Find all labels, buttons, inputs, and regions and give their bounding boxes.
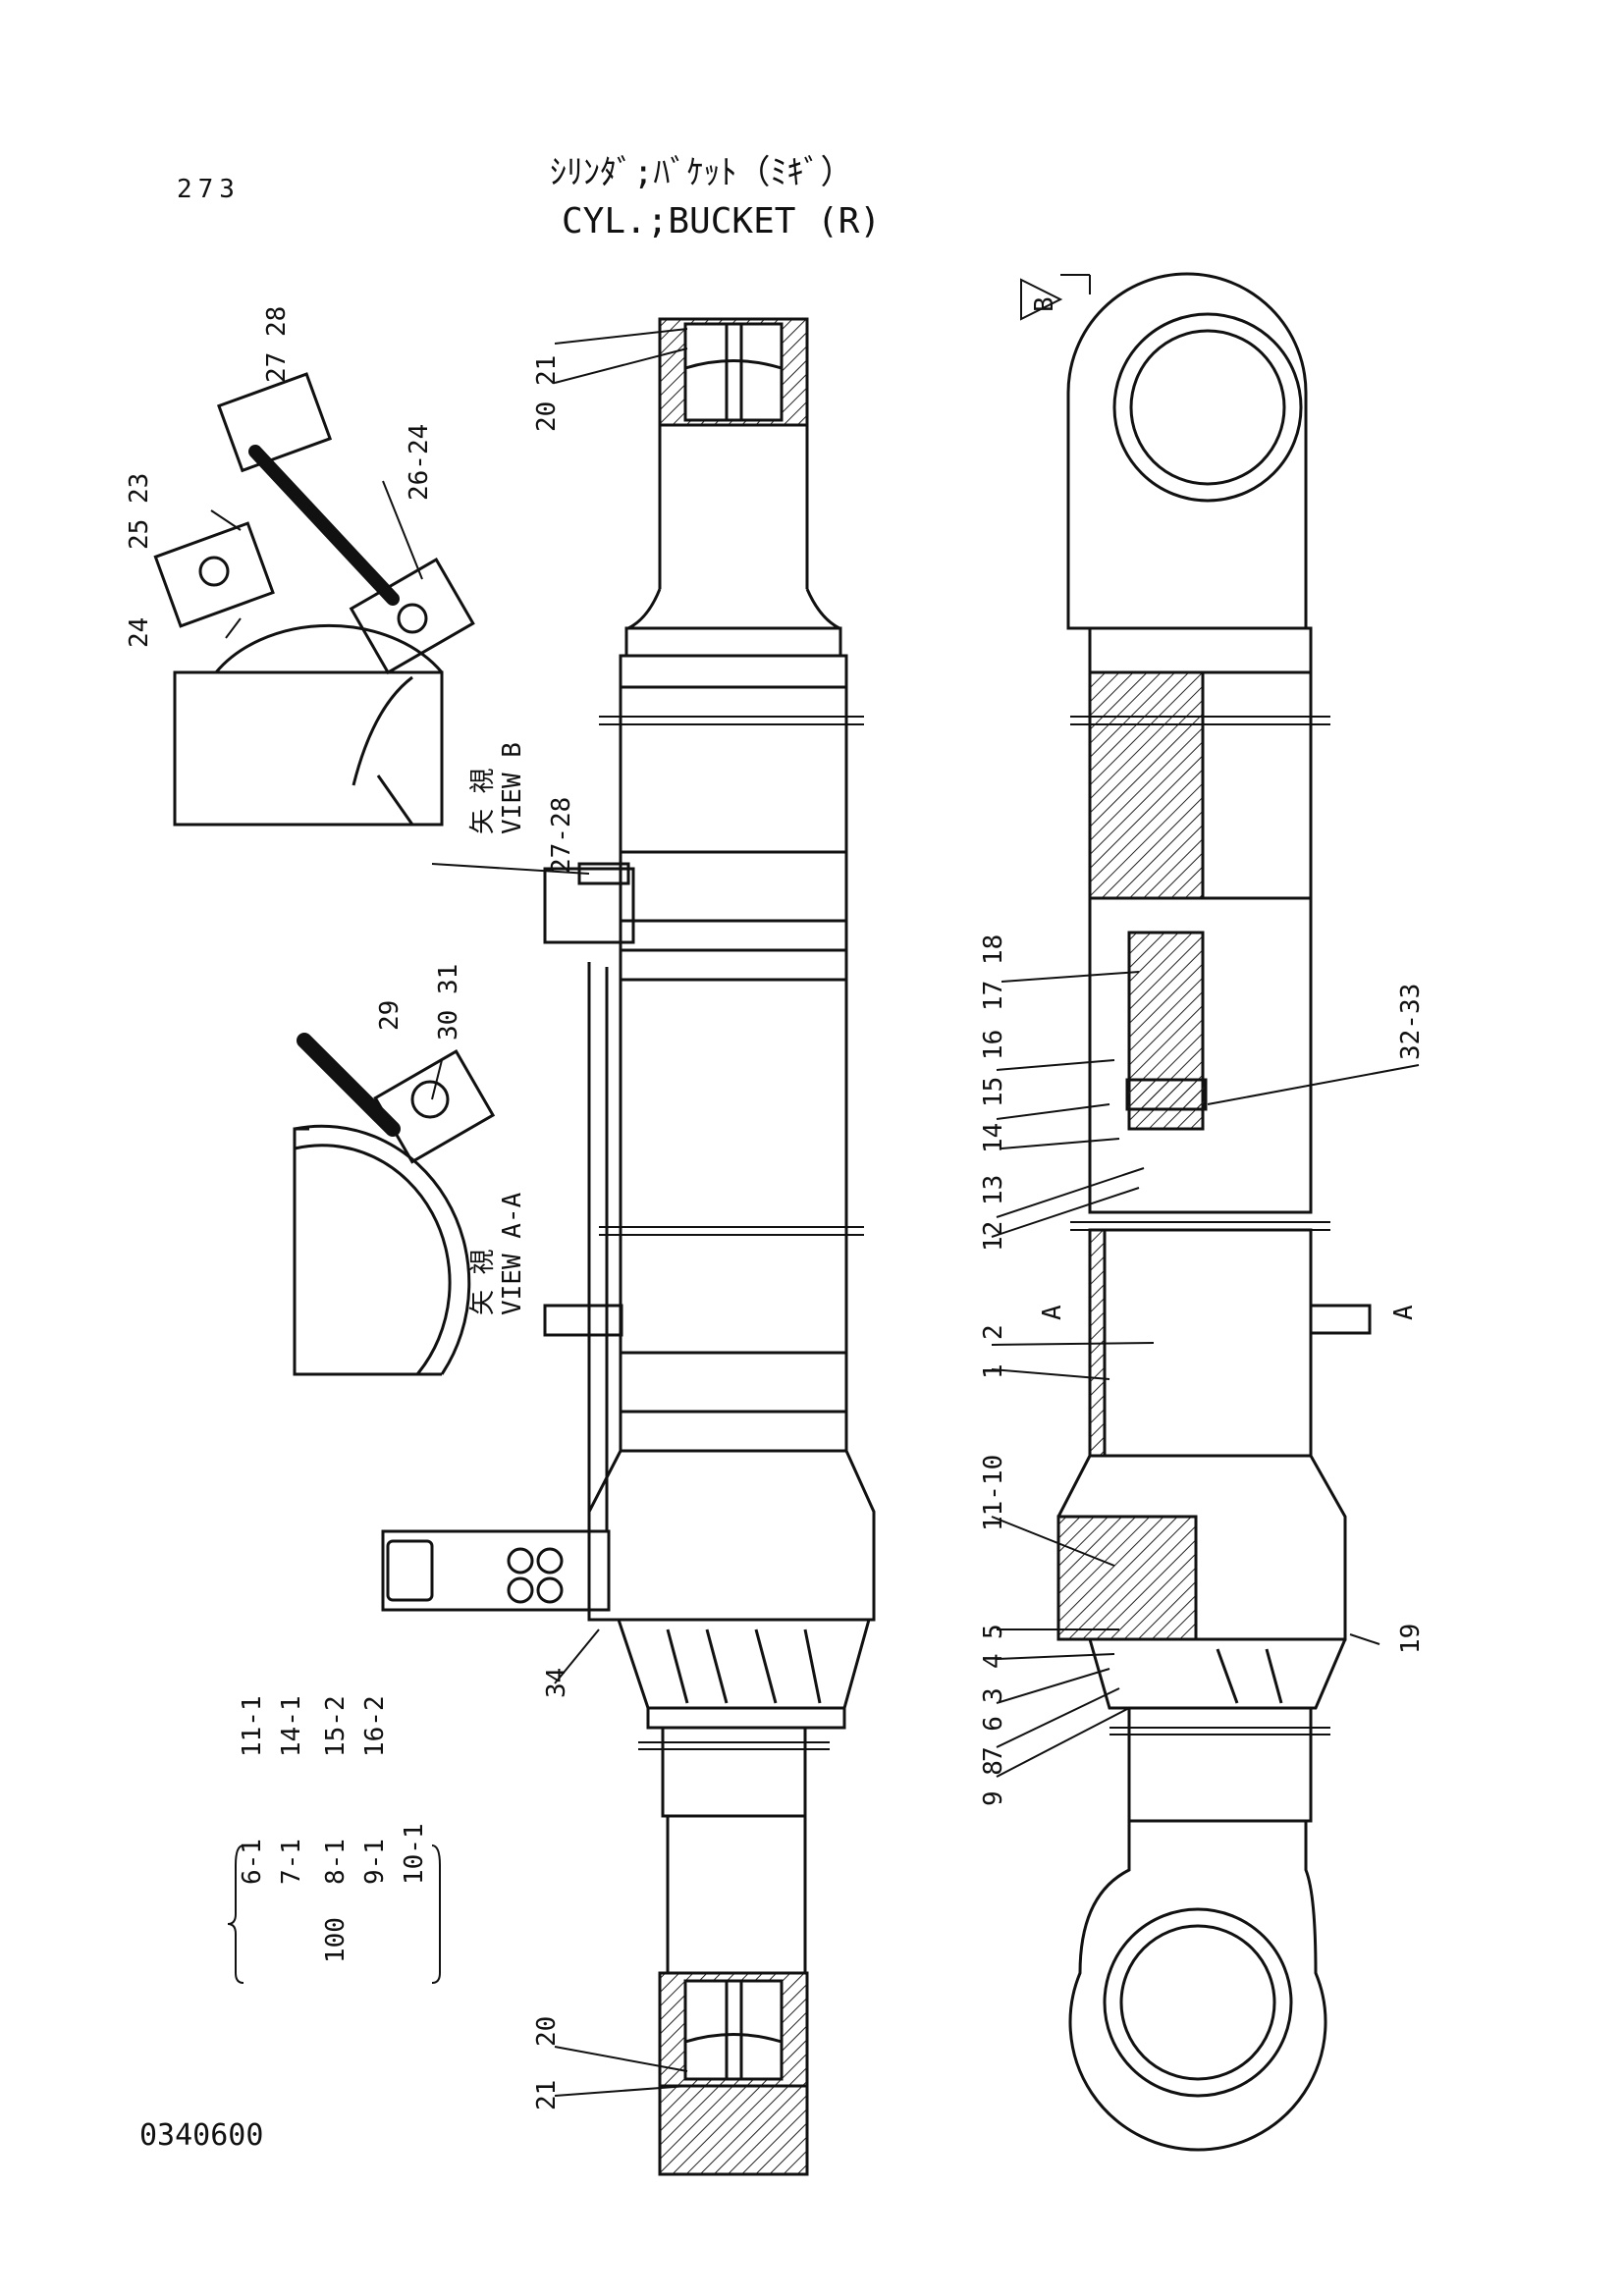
callout-34: 34: [542, 1668, 571, 1698]
kit-column-a-3: 16-2: [360, 1695, 390, 1757]
callout-11-10: 11-10: [979, 1455, 1008, 1531]
kit-column-b-4: 10-1: [400, 1823, 429, 1885]
view-aa-label-jp: 矢 視: [468, 1249, 498, 1315]
callout-9-8: 9 8: [979, 1760, 1008, 1806]
callout-20-21-top: 20 21: [532, 355, 562, 432]
elevation-view: [381, 317, 876, 2176]
callout-14-15: 14 15: [979, 1077, 1008, 1153]
section-mark-b: B: [1030, 296, 1059, 312]
callout-3: 3: [979, 1687, 1008, 1703]
view-b-label-en: VIEW B: [498, 742, 527, 834]
callout-5: 5: [979, 1624, 1008, 1639]
view-aa-detail: [293, 1033, 496, 1376]
callout-20-bottom: 20: [532, 2016, 562, 2047]
kit-column-a-0: 11-1: [238, 1695, 267, 1757]
callout-24: 24: [125, 617, 154, 648]
callout-16: 16: [979, 1030, 1008, 1060]
section-mark-a-left: A: [1038, 1305, 1067, 1320]
callout-4: 4: [979, 1653, 1008, 1669]
callout-12-13: 12 13: [979, 1175, 1008, 1252]
title-japanese: ｼﾘﾝﾀﾞ;ﾊﾞｹｯﾄ（ﾐｷﾞ）: [550, 153, 854, 192]
kit-group-number: 100: [321, 1917, 351, 1963]
callout-30-31: 30 31: [434, 964, 463, 1041]
kit-column-b-1: 7-1: [277, 1839, 306, 1885]
callout-25-23: 25 23: [125, 473, 154, 550]
page-number: 273: [177, 175, 241, 204]
document-number: 0340600: [139, 2118, 264, 2153]
callout-29: 29: [375, 1000, 405, 1031]
kit-column-a-2: 15-2: [321, 1695, 351, 1757]
callout-7-6: 7 6: [979, 1716, 1008, 1762]
section-view: [1056, 272, 1372, 2152]
kit-column-b-2: 8-1: [321, 1839, 351, 1885]
view-b-label-jp: 矢 視: [468, 768, 498, 834]
callout-19: 19: [1396, 1624, 1426, 1654]
kit-column-b-3: 9-1: [360, 1839, 390, 1885]
callout-1: 1: [979, 1363, 1008, 1379]
callout-27-28: 27-28: [547, 797, 576, 874]
view-aa-label-en: VIEW A-A: [498, 1192, 527, 1315]
callout-21-bottom: 21: [532, 2080, 562, 2110]
view-b-detail: [153, 372, 475, 827]
callout-26-24: 26-24: [405, 424, 434, 501]
title-english: CYL.;BUCKET (R): [562, 201, 882, 241]
callout-27-28-top: 27 28: [262, 306, 292, 383]
section-mark-a-right: A: [1389, 1305, 1419, 1320]
kit-column-a-1: 14-1: [277, 1695, 306, 1757]
callout-17-18: 17 18: [979, 934, 1008, 1011]
callout-32-33: 32-33: [1396, 984, 1426, 1060]
callout-2: 2: [979, 1324, 1008, 1340]
